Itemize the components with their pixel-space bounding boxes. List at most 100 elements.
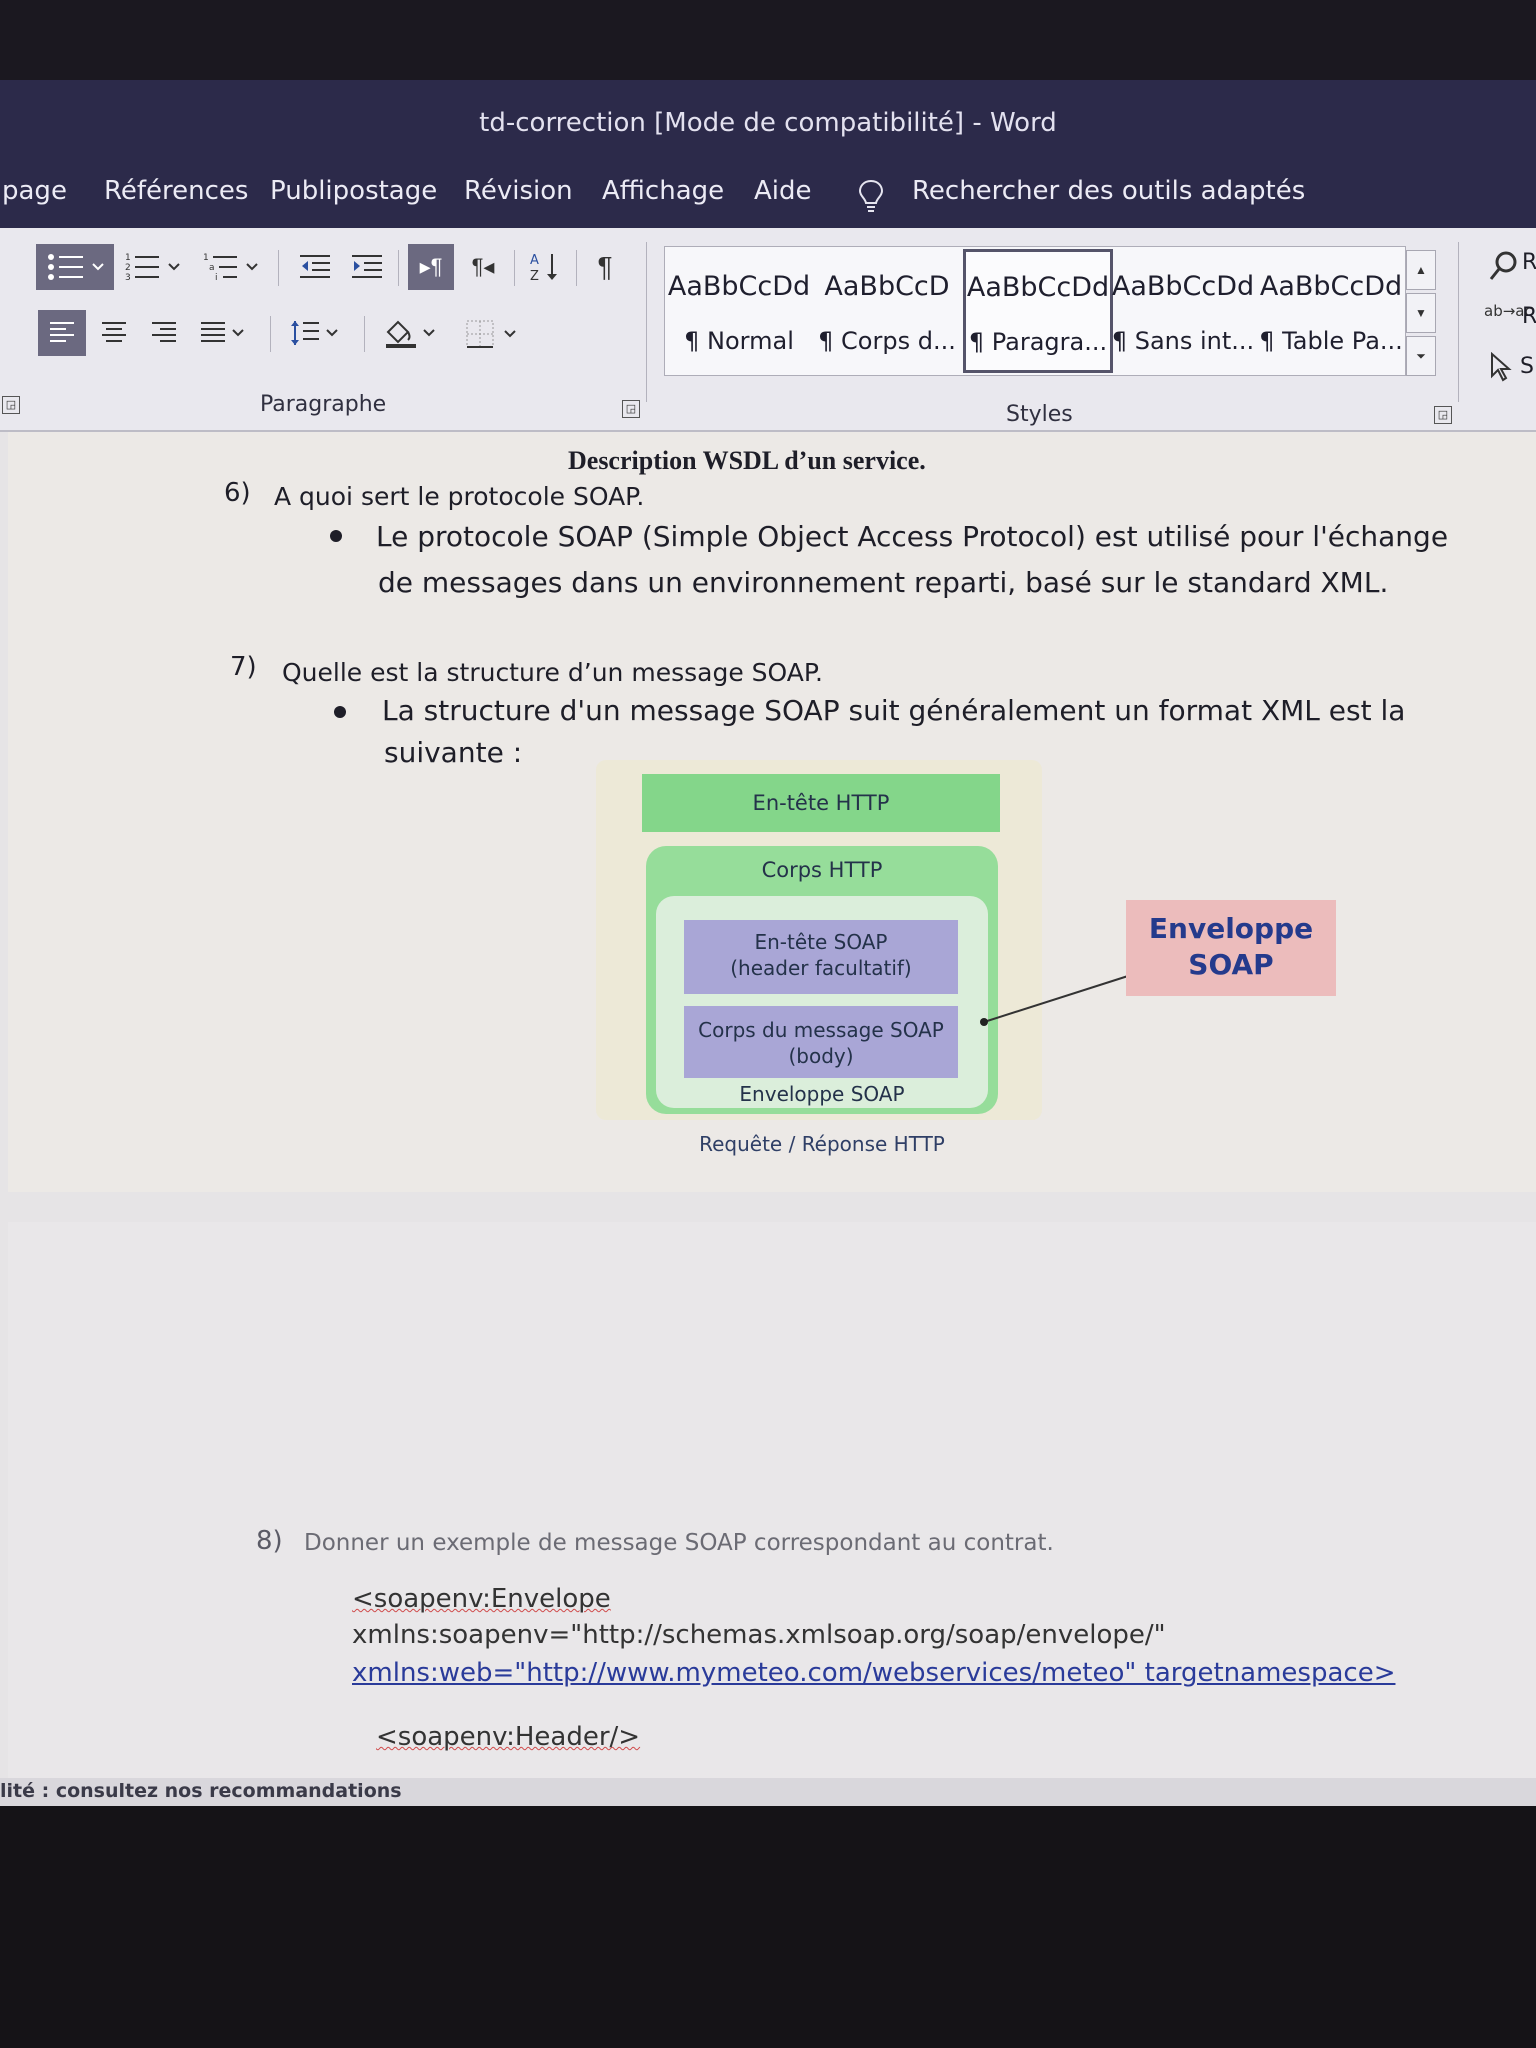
replace-icon[interactable]: ab→ac xyxy=(1484,302,1533,320)
search-tools[interactable]: Rechercher des outils adaptés xyxy=(912,176,1306,206)
svg-text:1: 1 xyxy=(125,253,131,263)
justify-button[interactable] xyxy=(192,310,256,356)
a7-line1: La structure d'un message SOAP suit géné… xyxy=(382,694,1406,727)
paragraph-group-launcher[interactable]: ◲ xyxy=(622,400,640,418)
q7-text: Quelle est la structure d’un message SOA… xyxy=(282,658,823,687)
soap-header-box: En-tête SOAP (header facultatif) xyxy=(684,920,958,994)
cursor-select-icon[interactable] xyxy=(1488,352,1512,382)
paint-bucket-icon xyxy=(386,320,435,348)
bullet-list-icon xyxy=(48,254,104,280)
tab-affichage[interactable]: Affichage xyxy=(602,176,725,206)
svg-text:3: 3 xyxy=(125,273,131,283)
line-spacing-button[interactable] xyxy=(282,310,352,356)
ribbon-tabs: page Références Publipostage Révision Af… xyxy=(0,160,1536,228)
callout-connector xyxy=(980,975,1129,1026)
numbering-button[interactable]: 1 2 3 xyxy=(120,244,190,290)
tab-page[interactable]: page xyxy=(2,176,67,206)
find-label[interactable]: R xyxy=(1522,250,1536,275)
code-line-3[interactable]: xmlns:web="http://www.mymeteo.com/webser… xyxy=(352,1658,1396,1688)
show-formatting-button[interactable]: ¶ xyxy=(584,244,626,290)
diagram-caption: Requête / Réponse HTTP xyxy=(699,1132,945,1156)
replace-label[interactable]: R xyxy=(1522,304,1536,329)
increase-indent-icon xyxy=(352,255,382,278)
tab-aide[interactable]: Aide xyxy=(754,176,812,206)
svg-text:2: 2 xyxy=(125,263,131,273)
soap-body-label-2: (body) xyxy=(788,1044,854,1068)
style-name: ¶ Corps d... xyxy=(818,327,956,355)
styles-more-button[interactable]: ⏷ xyxy=(1406,336,1436,376)
styles-scroll: ▲ ▼ ⏷ xyxy=(1406,250,1436,376)
right-to-left-icon: ¶◂ xyxy=(471,254,495,279)
svg-text:1: 1 xyxy=(203,253,209,263)
status-bar: lité : consultez nos recommandations xyxy=(0,1778,1536,1806)
style-name: ¶ Sans int... xyxy=(1111,327,1255,355)
style-normal[interactable]: AaBbCcDd ¶ Normal xyxy=(667,251,811,369)
align-right-button[interactable] xyxy=(142,310,186,356)
styles-scroll-up[interactable]: ▲ xyxy=(1406,250,1436,290)
align-left-button[interactable] xyxy=(38,310,86,356)
decrease-indent-button[interactable] xyxy=(292,244,338,290)
svg-text:i: i xyxy=(215,273,218,283)
q8-number: 8) xyxy=(256,1526,283,1556)
bullets-button[interactable] xyxy=(36,244,114,290)
tab-publipostage[interactable]: Publipostage xyxy=(270,176,438,206)
sort-button[interactable]: A Z xyxy=(522,244,568,290)
styles-scroll-down[interactable]: ▼ xyxy=(1406,293,1436,333)
screen-bezel-bottom xyxy=(0,1806,1536,2048)
align-left-icon xyxy=(50,322,74,342)
screen-bezel-top xyxy=(0,0,1536,80)
soap-structure-diagram: En-tête HTTP Corps HTTP En-tête SOAP (he… xyxy=(596,760,1356,1160)
code-line-2: xmlns:soapenv="http://schemas.xmlsoap.or… xyxy=(352,1620,1166,1650)
status-text[interactable]: lité : consultez nos recommandations xyxy=(0,1780,402,1802)
style-paragraphe[interactable]: AaBbCcDd ¶ Paragra... xyxy=(963,249,1113,373)
increase-indent-button[interactable] xyxy=(344,244,390,290)
soap-body-label-1: Corps du message SOAP xyxy=(698,1018,944,1042)
style-sans-interligne[interactable]: AaBbCcDd ¶ Sans int... xyxy=(1111,251,1255,369)
search-icon[interactable] xyxy=(1488,250,1520,284)
multilevel-list-button[interactable]: 1 a i xyxy=(198,244,268,290)
a7-line2: suivante : xyxy=(384,736,523,769)
select-label[interactable]: S xyxy=(1520,354,1534,379)
style-sample: AaBbCcDd xyxy=(966,272,1110,303)
rtl-button[interactable]: ¶◂ xyxy=(460,244,506,290)
http-body-label: Corps HTTP xyxy=(761,858,883,882)
style-sample: AaBbCcD xyxy=(824,271,950,302)
tab-references[interactable]: Références xyxy=(104,176,249,206)
soap-envelope-label: Enveloppe SOAP xyxy=(739,1082,905,1106)
a6-line2: de messages dans un environnement repart… xyxy=(378,566,1389,599)
svg-text:A: A xyxy=(530,253,539,268)
style-corps[interactable]: AaBbCcD ¶ Corps d... xyxy=(815,251,959,369)
style-name: ¶ Table Pa... xyxy=(1259,327,1403,355)
q8-text: Donner un exemple de message SOAP corres… xyxy=(304,1530,1054,1556)
style-table-paragraphe[interactable]: AaBbCcDd ¶ Table Pa... xyxy=(1259,251,1403,369)
code-line-1: <soapenv:Envelope xyxy=(352,1584,611,1614)
document-page-next[interactable] xyxy=(8,1222,1536,1812)
font-group-launcher[interactable]: ◲ xyxy=(2,396,20,414)
ltr-button[interactable]: ▸¶ xyxy=(408,244,454,290)
callout-label-2: SOAP xyxy=(1188,948,1274,981)
styles-gallery: AaBbCcDd ¶ Normal AaBbCcD ¶ Corps d... A… xyxy=(664,246,1406,376)
q7-number: 7) xyxy=(230,652,257,682)
numbered-list-icon: 1 2 3 xyxy=(125,253,180,283)
styles-group-launcher[interactable]: ◲ xyxy=(1434,406,1452,424)
decrease-indent-icon xyxy=(300,255,330,278)
soap-body-box: Corps du message SOAP (body) xyxy=(684,1006,958,1078)
tab-revision[interactable]: Révision xyxy=(464,176,573,206)
svg-text:Z: Z xyxy=(530,269,539,284)
style-name: ¶ Normal xyxy=(684,327,794,355)
multilevel-list-icon: 1 a i xyxy=(203,253,258,283)
left-to-right-icon: ▸¶ xyxy=(419,254,443,279)
soap-envelope-callout: Enveloppe SOAP xyxy=(1126,900,1336,996)
http-header-label: En-tête HTTP xyxy=(752,791,890,815)
bullet-icon xyxy=(330,530,342,542)
borders-icon xyxy=(466,320,516,348)
pilcrow-icon: ¶ xyxy=(597,251,613,282)
justify-icon xyxy=(201,322,244,342)
soap-header-label-1: En-tête SOAP xyxy=(754,930,888,954)
style-name: ¶ Paragra... xyxy=(968,328,1108,356)
styles-group-label: Styles xyxy=(1006,402,1073,427)
borders-button[interactable] xyxy=(456,310,528,356)
shading-button[interactable] xyxy=(376,310,446,356)
bullet-icon xyxy=(334,706,346,718)
align-center-button[interactable] xyxy=(92,310,136,356)
